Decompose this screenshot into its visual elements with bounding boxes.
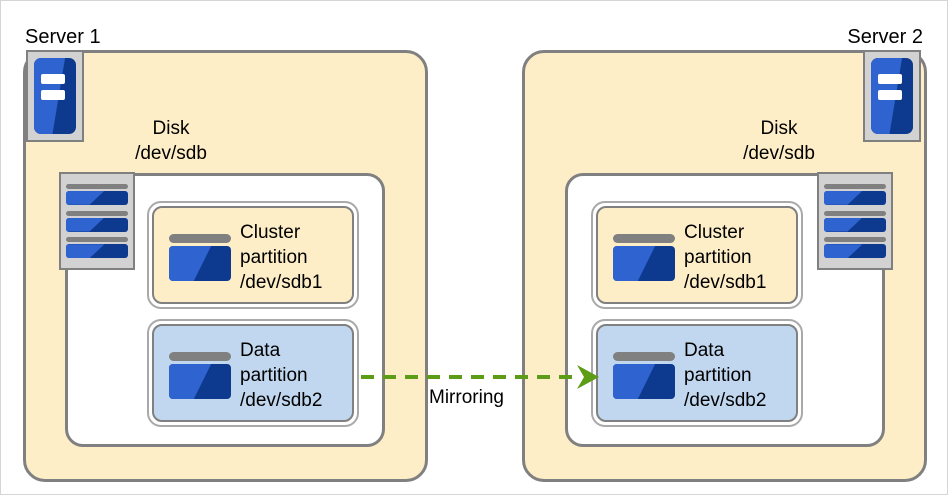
server-1-cluster-partition-box[interactable]: Cluster partition /dev/sdb1 [147,201,359,309]
server-2-data-partition-box[interactable]: Data partition /dev/sdb2 [591,319,803,427]
server-rack-icon [863,50,921,142]
disk-stack-icon [817,172,893,270]
partition-icon [169,352,231,400]
disk-stack-icon [59,172,135,270]
partition-line-2: partition [684,365,752,386]
mirroring-label: Mirroring [429,387,504,408]
partition-line-2: partition [240,365,308,386]
partition-line-3: /dev/sdb1 [684,272,767,293]
server-2-disk-caption: Disk /dev/sdb [719,116,839,166]
server-1-label: Server 1 [25,26,101,48]
partition-line-3: /dev/sdb2 [240,390,323,411]
server-2-disk-name: Disk [760,118,798,139]
server-1-cluster-partition-label: Cluster partition /dev/sdb1 [240,220,322,295]
server-2-disk-device: /dev/sdb [743,143,815,164]
server-2-data-partition-label: Data partition /dev/sdb2 [684,338,766,413]
partition-line-2: partition [684,247,752,268]
server-1-disk-caption: Disk /dev/sdb [111,116,231,166]
partition-line-2: partition [240,247,308,268]
server-2-label: Server 2 [847,26,923,48]
partition-icon [613,352,675,400]
server-1-disk-device: /dev/sdb [135,143,207,164]
partition-line-1: Cluster [684,222,745,243]
partition-icon [613,234,675,282]
partition-icon [169,234,231,282]
server-1-data-partition-box[interactable]: Data partition /dev/sdb2 [147,319,359,427]
partition-line-1: Data [684,340,725,361]
partition-line-1: Data [240,340,281,361]
partition-line-3: /dev/sdb1 [240,272,323,293]
server-1-disk-name: Disk [152,118,190,139]
server-2-cluster-partition-box[interactable]: Cluster partition /dev/sdb1 [591,201,803,309]
server-2-cluster-partition-label: Cluster partition /dev/sdb1 [684,220,766,295]
server-rack-icon [26,50,84,142]
server-1-data-partition-label: Data partition /dev/sdb2 [240,338,322,413]
partition-line-1: Cluster [240,222,301,243]
partition-line-3: /dev/sdb2 [684,390,767,411]
